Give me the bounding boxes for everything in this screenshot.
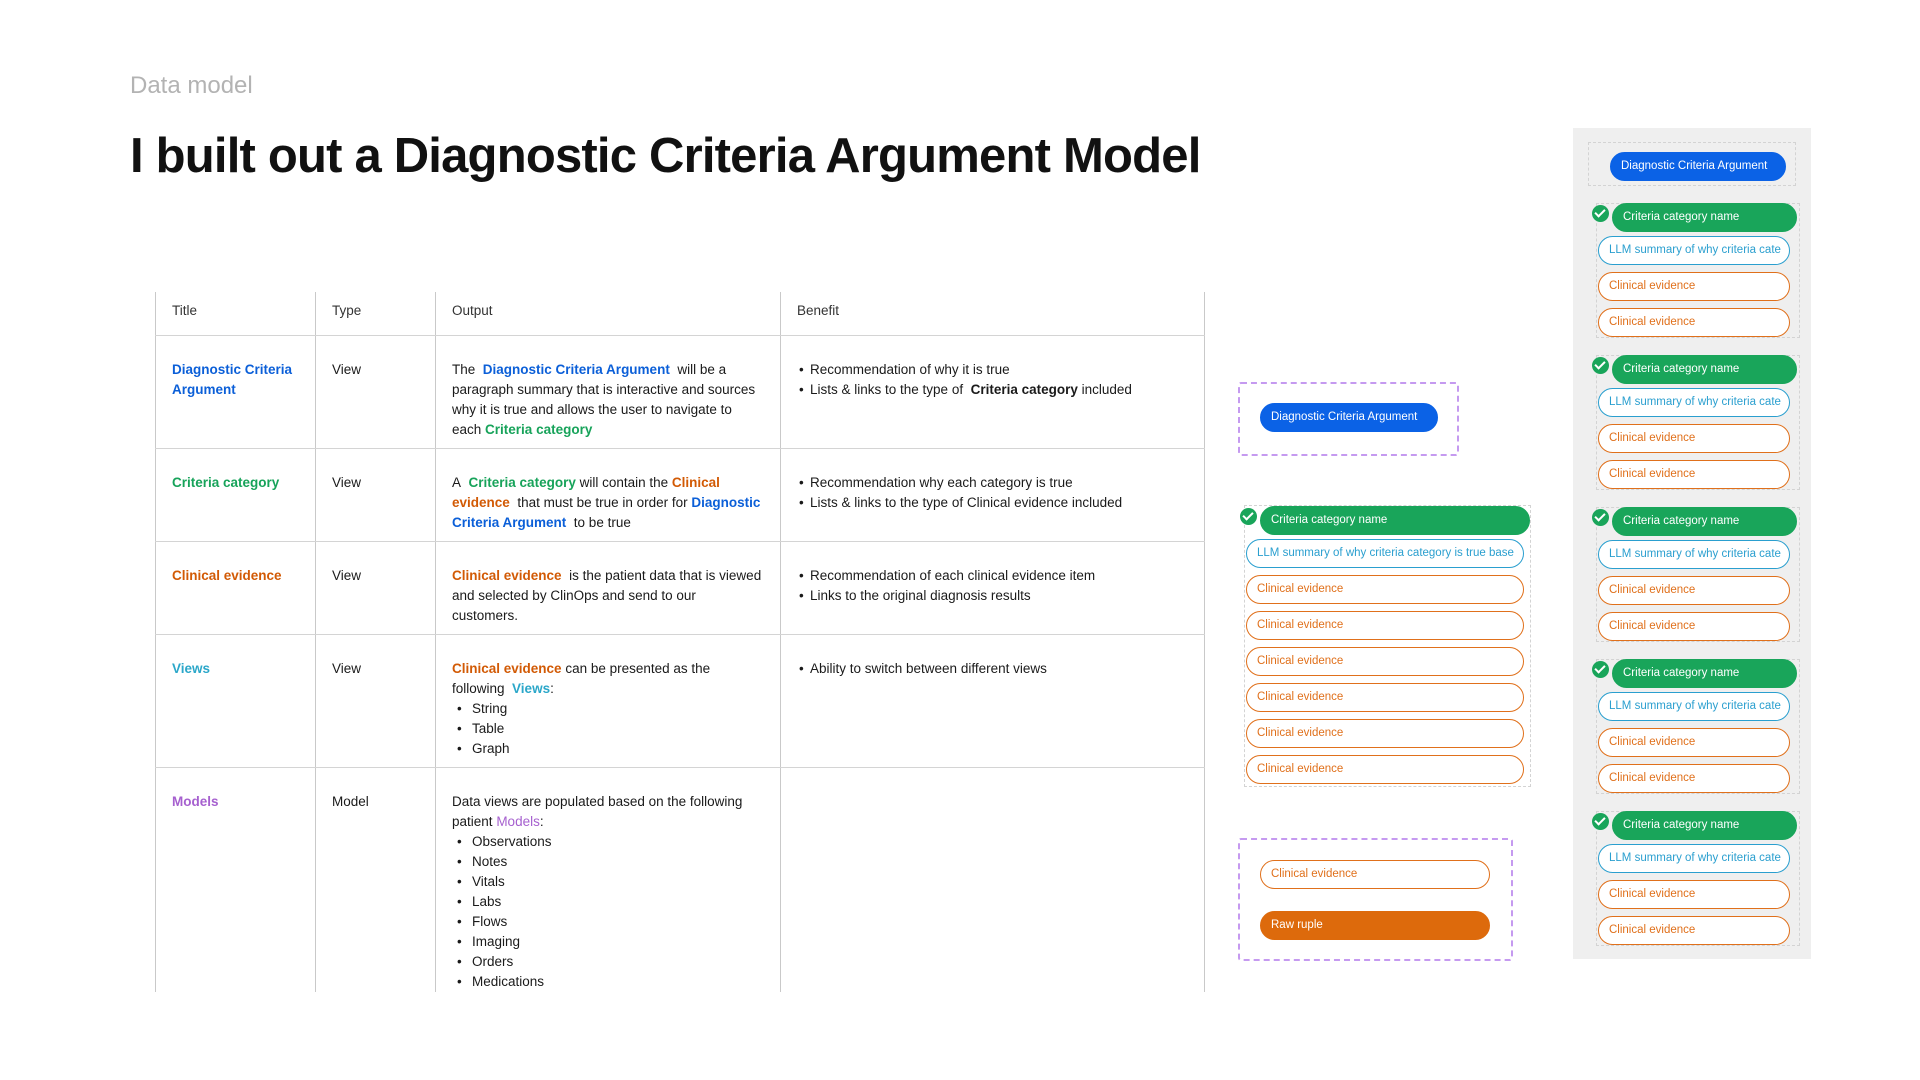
list-item: Labs [452, 892, 764, 912]
llm-summary-pill[interactable]: LLM summary of why criteria cate [1598, 692, 1790, 721]
category-pill[interactable]: Criteria category name [1260, 506, 1530, 535]
row-output: Clinical evidence can be presented as th… [435, 635, 780, 767]
row-type: View [315, 449, 435, 541]
list-item: Links to the original diagnosis results [797, 586, 1188, 606]
header-title: Title [155, 292, 315, 335]
row-title: Clinical evidence [155, 542, 315, 634]
list-item: Notes [452, 852, 764, 872]
list-item: Recommendation why each category is true [797, 473, 1188, 493]
check-icon [1592, 357, 1609, 374]
row-title: Criteria category [155, 449, 315, 541]
list-item: Recommendation of each clinical evidence… [797, 566, 1188, 586]
evidence-pill[interactable]: Clinical evidence [1598, 880, 1790, 909]
list-item: Flows [452, 912, 764, 932]
header-type: Type [315, 292, 435, 335]
argument-pill[interactable]: Diagnostic Criteria Argument [1260, 403, 1438, 432]
evidence-pill[interactable]: Clinical evidence [1246, 575, 1524, 604]
category-pill[interactable]: Criteria category name [1612, 659, 1797, 688]
row-output: Data views are populated based on the fo… [435, 768, 780, 992]
list-item: String [452, 699, 764, 719]
evidence-pill[interactable]: Clinical evidence [1246, 719, 1524, 748]
evidence-pill[interactable]: Clinical evidence [1598, 612, 1790, 641]
list-item: Ability to switch between different view… [797, 659, 1188, 679]
evidence-pill[interactable]: Clinical evidence [1598, 576, 1790, 605]
page-title: I built out a Diagnostic Criteria Argume… [130, 129, 1201, 183]
category-pill[interactable]: Criteria category name [1612, 355, 1797, 384]
evidence-pill[interactable]: Clinical evidence [1598, 764, 1790, 793]
list-item: Graph [452, 739, 764, 759]
category-pill[interactable]: Criteria category name [1612, 507, 1797, 536]
row-type: View [315, 336, 435, 448]
evidence-pill[interactable]: Clinical evidence [1598, 424, 1790, 453]
llm-summary-pill[interactable]: LLM summary of why criteria cate [1598, 388, 1790, 417]
evidence-pill[interactable]: Clinical evidence [1260, 860, 1490, 889]
list-item: Lists & links to the type of Clinical ev… [797, 493, 1188, 513]
table-header-row: Title Type Output Benefit [155, 292, 1205, 336]
list-item: Lists & links to the type of Criteria ca… [797, 380, 1188, 400]
list-item: Recommendation of why it is true [797, 360, 1188, 380]
evidence-pill[interactable]: Clinical evidence [1598, 728, 1790, 757]
panel-argument-frame [1588, 142, 1796, 186]
list-item: Orders [452, 952, 764, 972]
row-type: View [315, 542, 435, 634]
evidence-component-frame [1238, 838, 1513, 961]
category-pill[interactable]: Criteria category name [1612, 811, 1797, 840]
evidence-pill[interactable]: Clinical evidence [1598, 308, 1790, 337]
header-output: Output [435, 292, 780, 335]
argument-pill[interactable]: Diagnostic Criteria Argument [1610, 152, 1786, 181]
list-item: Imaging [452, 932, 764, 952]
llm-summary-pill[interactable]: LLM summary of why criteria cate [1598, 236, 1790, 265]
list-item: Vitals [452, 872, 764, 892]
table-row: Views View Clinical evidence can be pres… [155, 635, 1205, 768]
row-benefit: Recommendation of each clinical evidence… [780, 542, 1205, 634]
row-title: Diagnostic Criteria Argument [155, 336, 315, 448]
row-type: Model [315, 768, 435, 992]
table-row: Diagnostic Criteria Argument View The Di… [155, 336, 1205, 449]
header-benefit: Benefit [780, 292, 1205, 335]
row-title: Views [155, 635, 315, 767]
list-item: Medications [452, 972, 764, 992]
check-icon [1592, 661, 1609, 678]
table-row: Models Model Data views are populated ba… [155, 768, 1205, 992]
check-icon [1592, 813, 1609, 830]
data-model-table: Title Type Output Benefit Diagnostic Cri… [155, 292, 1205, 992]
check-icon [1592, 509, 1609, 526]
evidence-pill[interactable]: Clinical evidence [1598, 916, 1790, 945]
llm-summary-pill[interactable]: LLM summary of why criteria cate [1598, 844, 1790, 873]
table-row: Criteria category View A Criteria catego… [155, 449, 1205, 542]
category-component-frame [1244, 505, 1531, 787]
table-row: Clinical evidence View Clinical evidence… [155, 542, 1205, 635]
row-benefit [780, 768, 1205, 992]
llm-summary-pill[interactable]: LLM summary of why criteria category is … [1246, 539, 1524, 568]
row-output: A Criteria category will contain the Cli… [435, 449, 780, 541]
row-title: Models [155, 768, 315, 992]
check-icon [1240, 508, 1257, 525]
evidence-pill[interactable]: Clinical evidence [1598, 460, 1790, 489]
evidence-pill[interactable]: Clinical evidence [1246, 683, 1524, 712]
evidence-pill[interactable]: Clinical evidence [1246, 647, 1524, 676]
row-type: View [315, 635, 435, 767]
category-pill[interactable]: Criteria category name [1612, 203, 1797, 232]
list-item: Observations [452, 832, 764, 852]
row-benefit: Recommendation why each category is true… [780, 449, 1205, 541]
llm-summary-pill[interactable]: LLM summary of why criteria cate [1598, 540, 1790, 569]
eyebrow-label: Data model [130, 72, 253, 99]
check-icon [1592, 205, 1609, 222]
evidence-pill[interactable]: Clinical evidence [1598, 272, 1790, 301]
evidence-pill[interactable]: Clinical evidence [1246, 755, 1524, 784]
row-output: Clinical evidence is the patient data th… [435, 542, 780, 634]
row-benefit: Ability to switch between different view… [780, 635, 1205, 767]
row-benefit: Recommendation of why it is true Lists &… [780, 336, 1205, 448]
list-item: Table [452, 719, 764, 739]
evidence-pill[interactable]: Clinical evidence [1246, 611, 1524, 640]
argument-component-frame [1238, 382, 1459, 456]
raw-ruple-pill[interactable]: Raw ruple [1260, 911, 1490, 940]
row-output: The Diagnostic Criteria Argument will be… [435, 336, 780, 448]
